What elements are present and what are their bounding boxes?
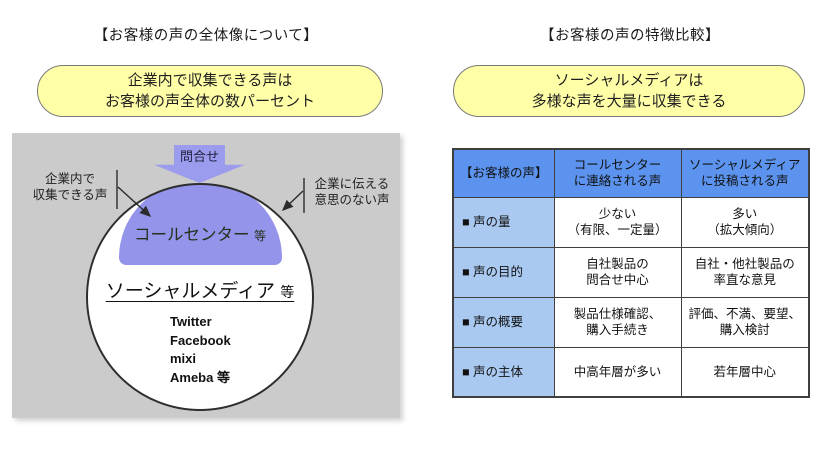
voice-comparison-table: 【お客様の声】 コールセンター に連絡される声 ソーシャルメディア に投稿される… <box>452 148 810 398</box>
header-customer-voice: 【お客様の声】 <box>452 148 555 198</box>
table-row: ■ 声の量 少ない （有限、一定量） 多い （拡大傾向） <box>452 196 810 248</box>
table-row: ■ 声の主体 中高年層が多い 若年層中心 <box>452 346 810 398</box>
left-summary-callout: 企業内で収集できる声は お客様の声全体の数パーセント <box>37 65 383 117</box>
unvoiced-opinions-note: 企業に伝える 意思のない声 <box>307 177 397 208</box>
cell-summary-social-media: 評価、不満、要望、 購入検討 <box>680 296 810 348</box>
row-label-summary: ■ 声の概要 <box>452 296 555 348</box>
right-note-arrow <box>281 190 304 211</box>
right-summary-line1: ソーシャルメディアは <box>554 72 704 89</box>
left-summary-line2: お客様の声全体の数パーセント <box>104 93 315 110</box>
right-summary-callout: ソーシャルメディアは 多様な声を大量に収集できる <box>453 65 805 117</box>
left-summary-line1: 企業内で収集できる声は <box>127 72 293 89</box>
cell-subject-call-center: 中高年層が多い <box>553 346 682 398</box>
circle-outline <box>86 183 314 411</box>
cell-volume-social-media: 多い （拡大傾向） <box>680 196 810 248</box>
table-header-row: 【お客様の声】 コールセンター に連絡される声 ソーシャルメディア に投稿される… <box>452 148 810 198</box>
collectable-voices-note-line2: 収集できる声 <box>32 187 108 202</box>
cell-purpose-call-center: 自社製品の 問合せ中心 <box>553 246 682 298</box>
cell-subject-social-media: 若年層中心 <box>680 346 810 398</box>
collectable-voices-note-line1: 企業内で <box>44 172 95 186</box>
table-row: ■ 声の目的 自社製品の 問合せ中心 自社・他社製品の 率直な意見 <box>452 246 810 298</box>
cell-summary-call-center: 製品仕様確認、 購入手続き <box>553 296 682 348</box>
right-section-title: 【お客様の声の特徴比較】 <box>540 28 720 44</box>
collectable-voices-note: 企業内で 収集できる声 <box>22 172 118 203</box>
header-call-center: コールセンター に連絡される声 <box>553 148 682 198</box>
header-social-media: ソーシャルメディア に投稿される声 <box>680 148 810 198</box>
row-label-subject: ■ 声の主体 <box>452 346 555 398</box>
left-section-title: 【お客様の声の全体像について】 <box>93 28 319 44</box>
voice-overview-diagram: 問合せ 企業内で 収集できる声 企業に伝える 意思のない声 コールセンター 等 … <box>12 133 400 418</box>
right-summary-line2: 多様な声を大量に収集できる <box>531 93 727 110</box>
row-label-volume: ■ 声の量 <box>452 196 555 248</box>
cell-purpose-social-media: 自社・他社製品の 率直な意見 <box>680 246 810 298</box>
table-row: ■ 声の概要 製品仕様確認、 購入手続き 評価、不満、要望、 購入検討 <box>452 296 810 348</box>
inquiry-arrow-label: 問合せ <box>179 149 219 164</box>
unvoiced-opinions-note-line1: 企業に伝える <box>314 177 390 191</box>
unvoiced-opinions-note-line2: 意思のない声 <box>314 192 390 207</box>
row-label-purpose: ■ 声の目的 <box>452 246 555 298</box>
cell-volume-call-center: 少ない （有限、一定量） <box>553 196 682 248</box>
